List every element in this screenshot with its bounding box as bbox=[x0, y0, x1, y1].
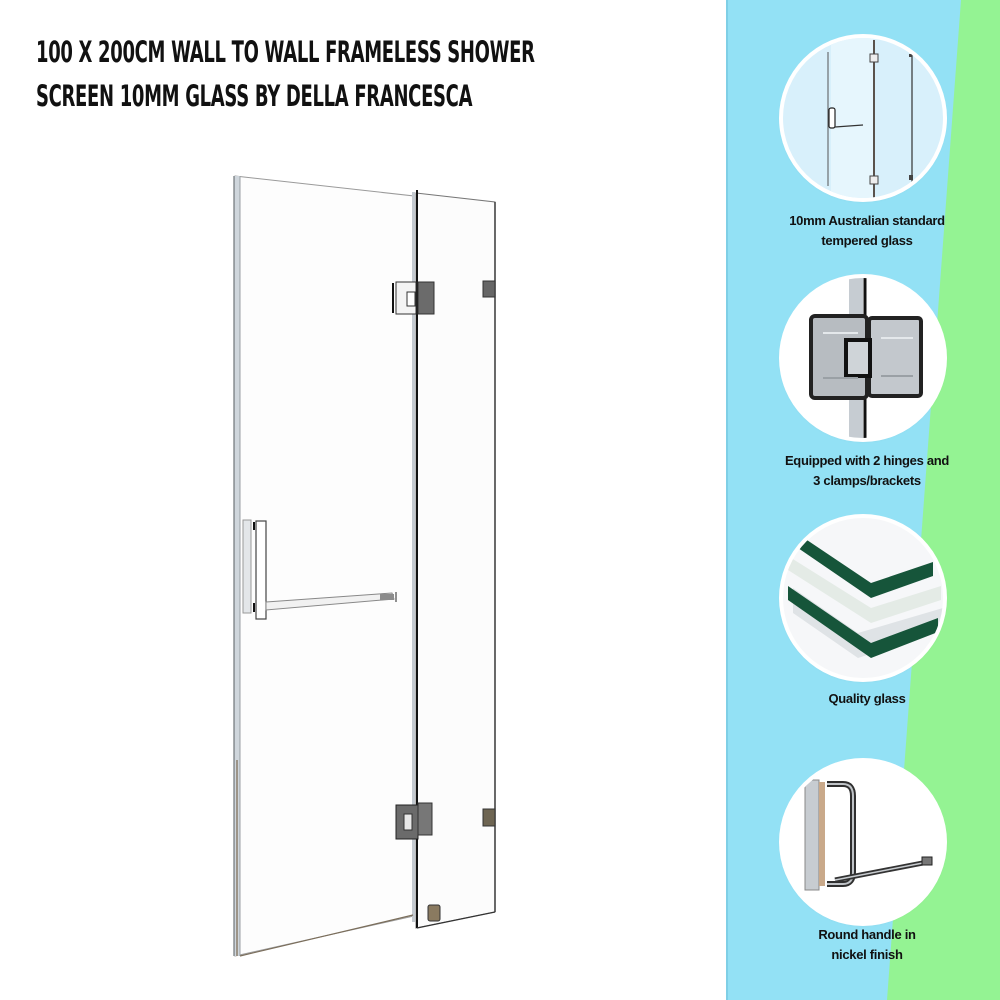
feature-label: Round handle in nickel finish bbox=[818, 927, 916, 962]
feature-label: Quality glass bbox=[828, 691, 906, 706]
hinge-icon bbox=[783, 278, 943, 438]
feature-label: 10mm Australian standard tempered glass bbox=[789, 213, 945, 248]
round-handle-icon bbox=[783, 762, 943, 922]
feature-panel: 10mm Australian standard tempered glass … bbox=[726, 0, 1000, 1000]
product-title: 100 x 200cm Wall to Wall Frameless Showe… bbox=[36, 30, 535, 118]
shower-screen-diagram-icon bbox=[783, 38, 943, 198]
product-title-line-1: 100 x 200cm Wall to Wall Frameless Showe… bbox=[36, 35, 535, 69]
product-title-line-2: Screen 10mm Glass by Della Francesca bbox=[36, 79, 473, 113]
feature-label: Equipped with 2 hinges and 3 clamps/brac… bbox=[784, 453, 950, 488]
glass-layers-icon bbox=[783, 518, 943, 678]
product-image bbox=[220, 160, 520, 980]
shower-screen-icon bbox=[233, 175, 496, 957]
